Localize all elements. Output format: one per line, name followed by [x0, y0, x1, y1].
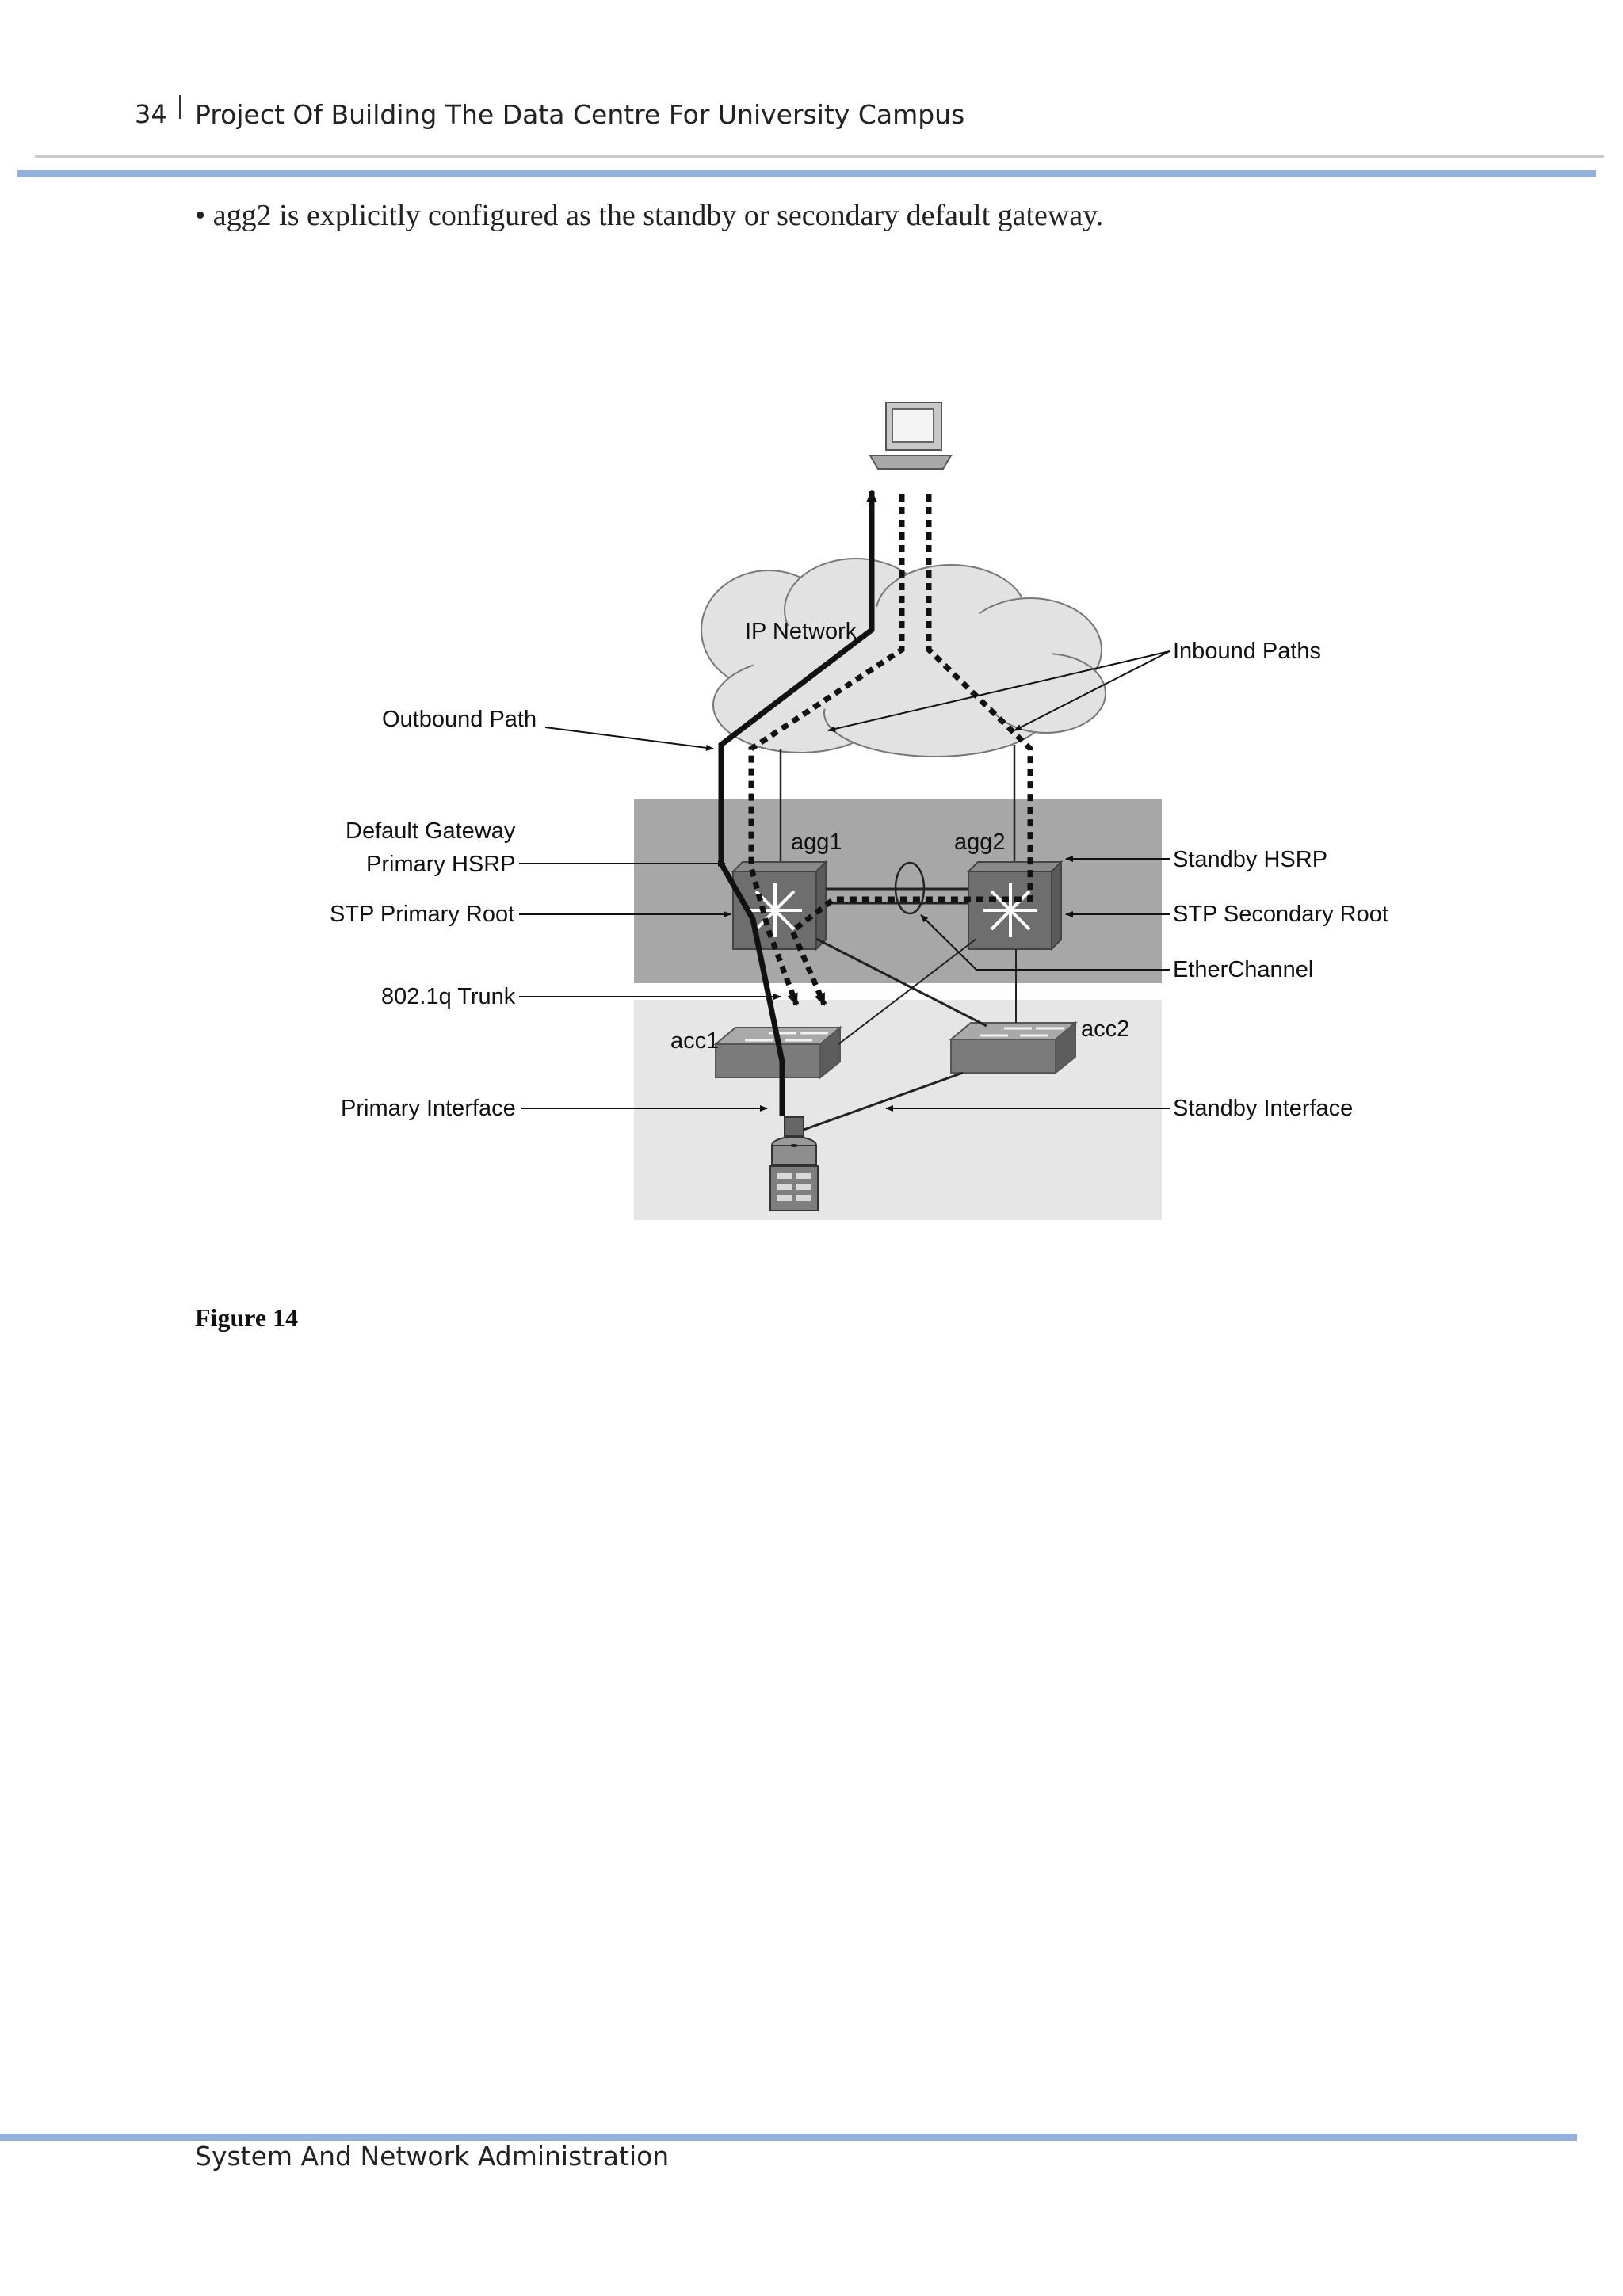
computer-icon: [869, 402, 953, 470]
outbound-path-label: Outbound Path: [382, 707, 537, 732]
acc1-label: acc1: [670, 1028, 719, 1054]
footer-text: System And Network Administration: [195, 2141, 670, 2172]
server-icon: [769, 1116, 819, 1211]
trunk-agg2-acc1: [838, 938, 977, 1045]
etherchannel-label: EtherChannel: [1173, 957, 1313, 982]
default-gateway-label: Default Gateway: [346, 818, 516, 844]
primary-interface-label: Primary Interface: [341, 1096, 516, 1121]
agg2-label: agg2: [954, 830, 1006, 855]
standby-interface-label: Standby Interface: [1173, 1096, 1353, 1121]
acc2-label: acc2: [1081, 1016, 1129, 1042]
inbound-paths-label: Inbound Paths: [1173, 639, 1321, 664]
network-figure: IP Network agg1 agg2: [317, 388, 1426, 1244]
standby-hsrp-label: Standby HSRP: [1173, 847, 1327, 872]
page-number: 34: [135, 99, 167, 129]
etherchannel-ellipse: [894, 861, 926, 915]
etherchannel-arrow: [920, 914, 1170, 971]
agg1-label: agg1: [791, 830, 842, 855]
agg2-switch-icon: [966, 860, 1064, 952]
bullet-text: • agg2 is explicitly configured as the s…: [195, 199, 1104, 232]
primary-hsrp-label: Primary HSRP: [366, 852, 516, 877]
stp-primary-root-label: STP Primary Root: [330, 902, 514, 927]
footer-rule: [0, 2134, 1577, 2141]
header-title: Project Of Building The Data Centre For …: [195, 99, 965, 130]
header-rule-thick: [17, 170, 1596, 177]
cloud-label: IP Network: [745, 619, 857, 644]
inbound-paths-arrow-1: [827, 650, 1170, 732]
figure-caption: Figure 14: [195, 1303, 299, 1332]
trunk-agg1-acc2: [815, 937, 987, 1028]
inbound-path-left: [748, 494, 905, 1006]
header-rule-thin: [35, 155, 1604, 158]
outbound-path-arrow: [544, 727, 714, 751]
inbound-path-right: [789, 494, 1033, 1006]
header-divider: [179, 95, 181, 119]
inbound-paths-arrow-2: [1014, 650, 1170, 731]
aggregation-band: [634, 799, 1162, 983]
standby-link: [803, 1071, 964, 1131]
stp-secondary-root-label: STP Secondary Root: [1173, 902, 1388, 927]
trunk-label: 802.1q Trunk: [381, 984, 516, 1009]
acc2-switch-icon: [949, 1020, 1078, 1075]
